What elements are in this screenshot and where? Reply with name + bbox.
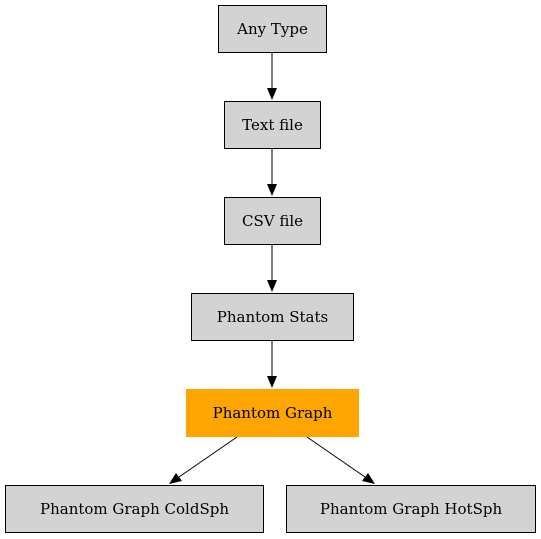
node-text-file: Text file xyxy=(224,101,321,149)
arrowhead-hotsph xyxy=(362,473,375,484)
node-any-type: Any Type xyxy=(218,5,327,53)
node-phantom-graph-hotsph: Phantom Graph HotSph xyxy=(286,485,536,533)
arrowhead-text-file xyxy=(267,88,277,100)
node-phantom-stats: Phantom Stats xyxy=(191,293,354,341)
node-phantom-stats-label: Phantom Stats xyxy=(216,308,329,326)
node-any-type-label: Any Type xyxy=(237,20,308,38)
node-text-file-label: Text file xyxy=(242,116,303,134)
node-phantom-graph-label: Phantom Graph xyxy=(212,404,333,422)
node-phantom-graph: Phantom Graph xyxy=(186,389,359,437)
edge-phantom-graph-to-coldsph xyxy=(178,436,238,478)
node-csv-file: CSV file xyxy=(224,197,321,245)
arrowhead-phantom-stats xyxy=(267,280,277,292)
node-phantom-graph-hotsph-label: Phantom Graph HotSph xyxy=(319,500,503,518)
edge-phantom-graph-to-hotsph xyxy=(306,436,366,478)
arrowhead-csv-file xyxy=(267,184,277,196)
arrowhead-coldsph xyxy=(169,473,182,484)
node-phantom-graph-coldsph: Phantom Graph ColdSph xyxy=(5,485,264,533)
node-phantom-graph-coldsph-label: Phantom Graph ColdSph xyxy=(40,500,229,518)
node-csv-file-label: CSV file xyxy=(241,212,304,230)
arrowhead-phantom-graph xyxy=(267,376,277,388)
